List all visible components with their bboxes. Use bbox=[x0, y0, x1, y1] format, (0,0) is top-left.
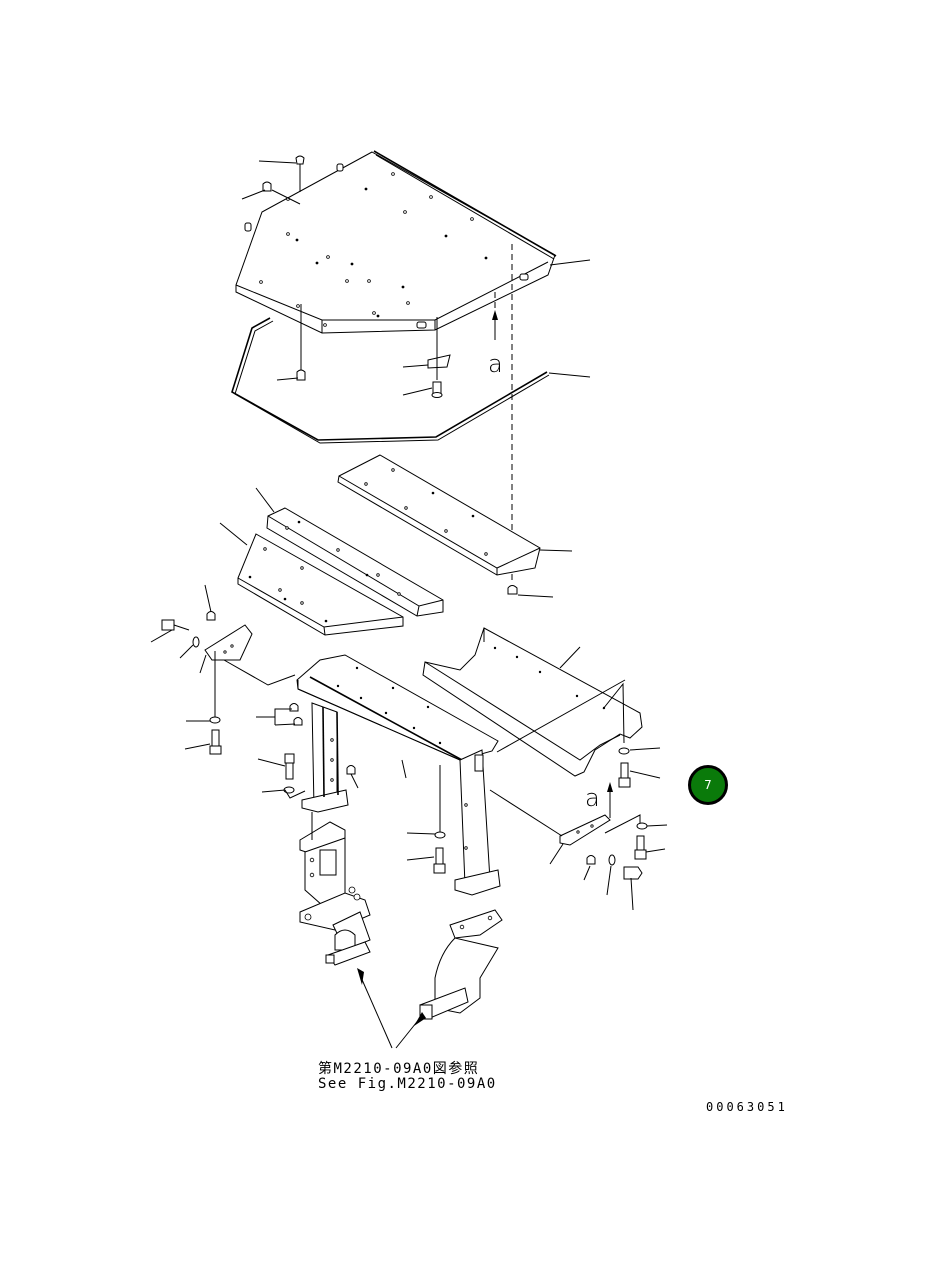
document-number: 00063051 bbox=[706, 1100, 788, 1114]
support-leg-left bbox=[256, 703, 358, 812]
mount-base-left bbox=[300, 812, 370, 965]
view-arrow-lower bbox=[607, 782, 613, 818]
floor-plate bbox=[236, 151, 556, 333]
floor-gasket bbox=[232, 317, 590, 443]
view-label-a-upper: a bbox=[488, 350, 503, 378]
view-label-a-lower: a bbox=[585, 784, 600, 812]
front-beam bbox=[297, 655, 498, 778]
floor-fasteners bbox=[242, 156, 590, 380]
cover-plate-left-upper bbox=[256, 488, 443, 616]
bracket-right bbox=[490, 790, 667, 910]
reference-note-japanese: 第M2210-09A0図参照 bbox=[318, 1061, 480, 1077]
side-bracket-left bbox=[151, 585, 295, 754]
support-leg-right bbox=[407, 750, 500, 895]
page-badge[interactable]: 7 bbox=[688, 765, 728, 805]
view-arrow-upper bbox=[492, 244, 512, 580]
reference-note-english: See Fig.M2210-09A0 bbox=[318, 1076, 497, 1092]
page-badge-label: 7 bbox=[704, 778, 712, 792]
cover-plate-left-lower bbox=[220, 523, 403, 635]
cover-plate-right bbox=[338, 455, 572, 597]
mount-base-right bbox=[420, 910, 502, 1019]
reference-arrows bbox=[357, 968, 426, 1048]
rear-channel bbox=[423, 628, 660, 787]
